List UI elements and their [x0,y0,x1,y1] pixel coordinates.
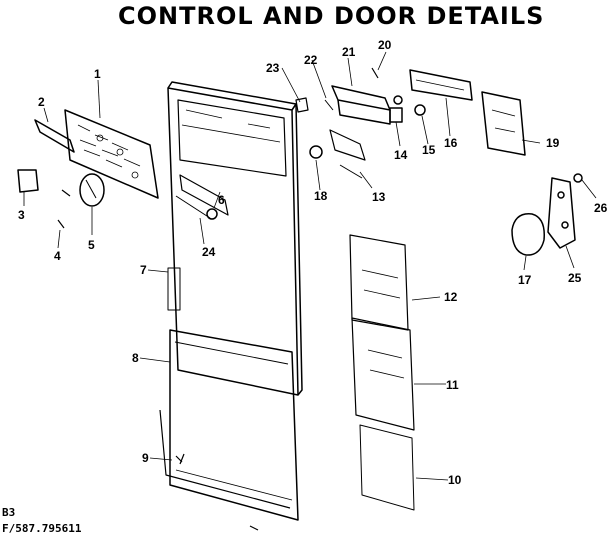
callout-13: 13 [372,190,386,204]
callout-3: 3 [18,208,25,222]
callout-24: 24 [202,245,216,259]
callout-23: 23 [266,61,280,75]
callout-18: 18 [314,189,328,203]
timer-assembly [481,91,526,156]
model-number: F/587.795611 [2,522,82,535]
callout-25: 25 [568,271,582,285]
callout-26: 26 [594,201,608,215]
callout-11: 11 [446,378,459,392]
diagram-code: B3 [2,506,16,519]
latch-housing [331,85,391,111]
callout-1: 1 [94,67,101,81]
control-knob [79,173,105,207]
callout-10: 10 [448,473,462,487]
dome-cap [511,213,545,256]
callout-14: 14 [394,148,408,162]
liner-panel-middle [351,317,415,431]
liner-panel-upper [349,234,409,331]
callout-17: 17 [518,273,532,287]
callout-5: 5 [88,238,95,252]
callout-4: 4 [54,249,61,263]
callout-20: 20 [378,38,392,52]
callout-21: 21 [342,45,356,59]
hinge-bracket [547,177,576,249]
callout-7: 7 [140,263,147,277]
inner-door-panel [169,329,299,521]
callout-22: 22 [304,53,318,67]
callout-6: 6 [218,193,225,207]
callout-16: 16 [444,136,458,150]
callout-9: 9 [142,451,149,465]
control-board [64,109,159,199]
callout-8: 8 [132,351,139,365]
callout-19: 19 [546,136,560,150]
callout-12: 12 [444,290,458,304]
callout-2: 2 [38,95,45,109]
page-title: CONTROL AND DOOR DETAILS [118,2,545,30]
callout-15: 15 [422,143,436,157]
liner-panel-lower [359,424,415,511]
